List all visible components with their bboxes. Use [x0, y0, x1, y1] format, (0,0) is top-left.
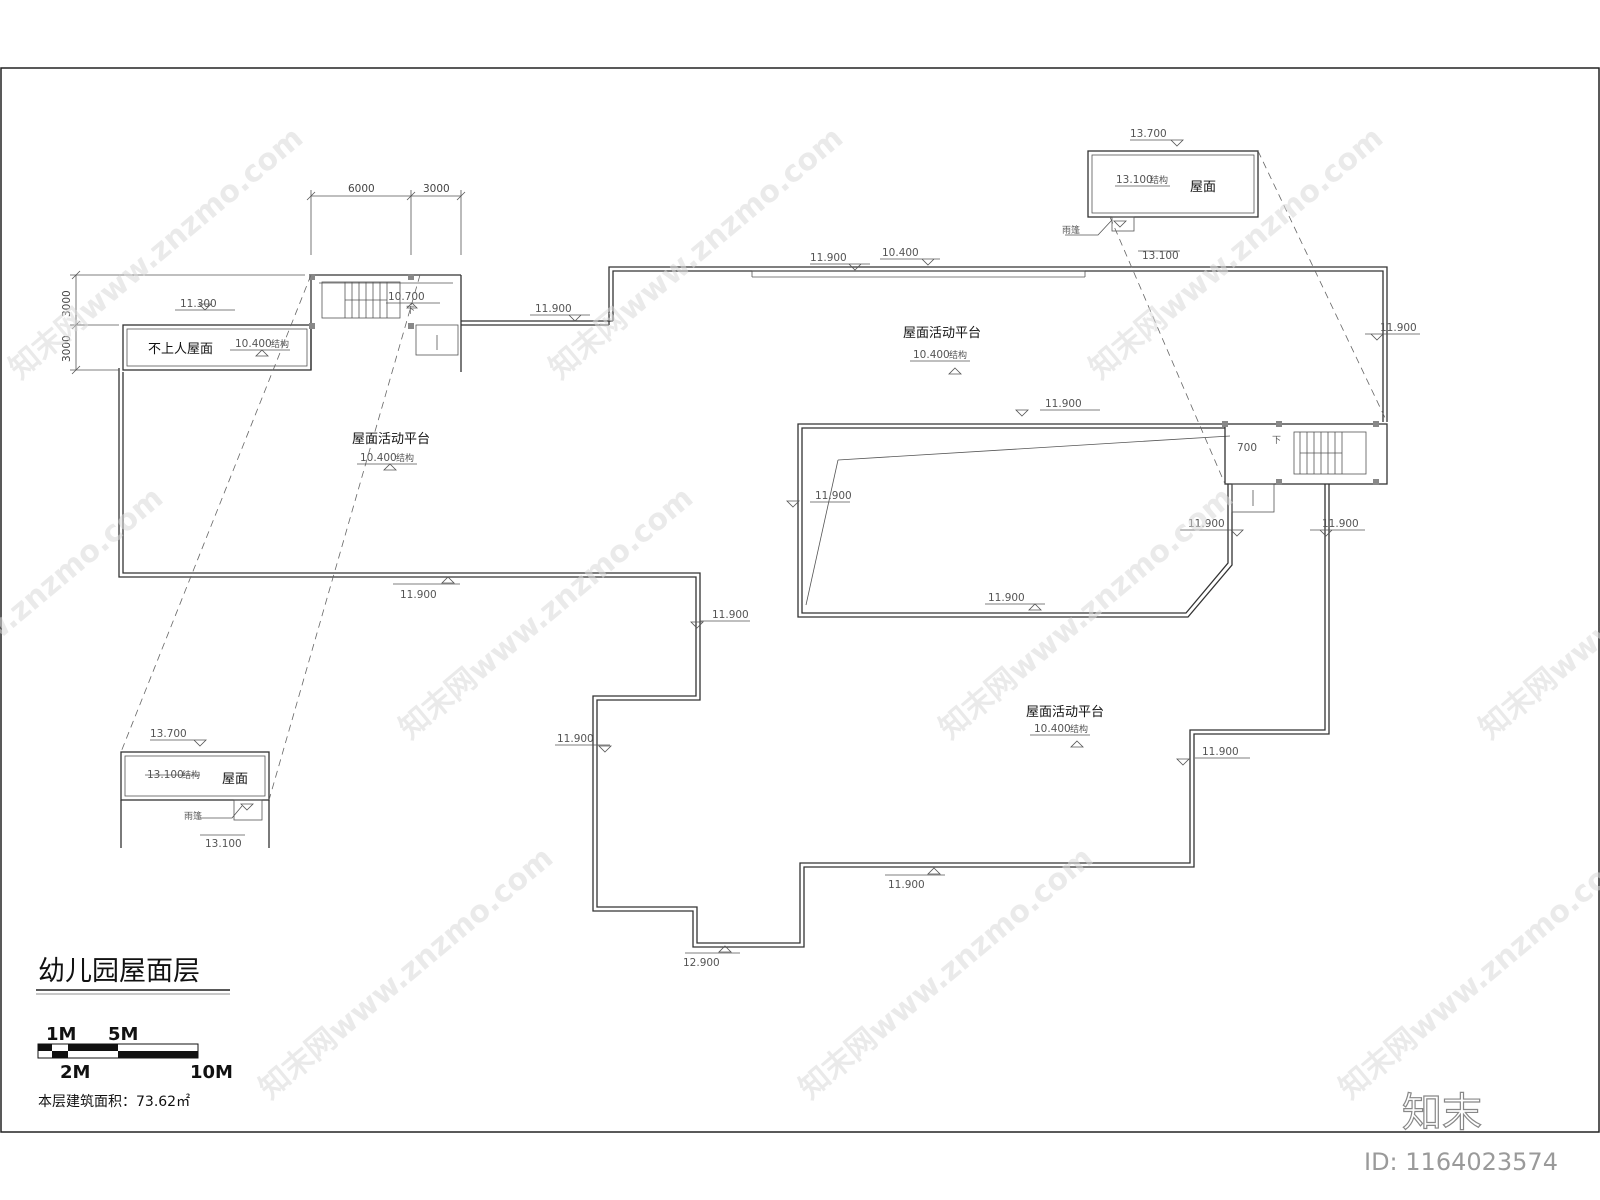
level-10400-top: 10.400: [882, 247, 919, 259]
room-roof-terrace-3: 屋面活动平台: [1026, 705, 1104, 720]
level-700-right: 700: [1237, 442, 1257, 454]
level-13100-bottom-left: 13.100: [147, 769, 184, 781]
struct-label-3: 结构: [949, 349, 967, 361]
level-12900: 12.900: [683, 957, 720, 969]
level-13100-bottom-left-below: 13.100: [205, 838, 242, 850]
level-10400-terrace3: 10.400: [1034, 723, 1071, 735]
level-markers: [145, 139, 1420, 954]
level-11900-south1: 11.900: [400, 589, 437, 601]
level-11900-inner-top: 11.900: [1045, 398, 1082, 410]
level-11900-west: 11.900: [557, 733, 594, 745]
level-11900-inner-bottom: 11.900: [988, 592, 1025, 604]
level-11900-step: 11.900: [712, 609, 749, 621]
dim-6000: 6000: [348, 183, 375, 195]
level-11900-top-a: 11.900: [810, 252, 847, 264]
projection-lines: [120, 150, 1388, 801]
level-11900-inner-left: 11.900: [815, 490, 852, 502]
left-stair: 下: [309, 274, 459, 356]
floor-area-note: 本层建筑面积：73.62㎡: [38, 1094, 190, 1110]
level-11900-east: 11.900: [1322, 518, 1359, 530]
left-stair-down-mark: 下: [406, 306, 415, 316]
roof-box-top-right: [1087, 150, 1259, 232]
room-roof-bottom-left: 屋面: [222, 772, 248, 787]
room-roof-no-access: 不上人屋面: [148, 342, 213, 357]
room-roof-terrace-2: 屋面活动平台: [903, 326, 981, 341]
scale-label-5m: 5M: [108, 1024, 138, 1045]
watermark-text: 知末网www.znzmo.com: [543, 120, 850, 386]
level-11900-link: 11.900: [535, 303, 572, 315]
level-11900-south2: 11.900: [888, 879, 925, 891]
scale-label-2m: 2M: [60, 1062, 90, 1083]
scale-bar: [37, 1043, 199, 1059]
level-13700-bottom-left: 13.700: [150, 728, 187, 740]
level-11900-inner-right: 11.900: [1188, 518, 1225, 530]
struct-label-4: 结构: [1150, 174, 1168, 186]
dim-3000-v2: 3000: [61, 335, 73, 362]
right-stair-treads: [1299, 432, 1343, 474]
watermark-text: 知末网www.znzmo.com: [0, 480, 170, 746]
dim-3000-h: 3000: [423, 183, 450, 195]
struct-label-6: 结构: [182, 769, 200, 781]
level-13100-top-right-below: 13.100: [1142, 250, 1179, 262]
canopy-label-left: 雨篷: [184, 810, 202, 822]
right-stair: 下: [1222, 421, 1388, 513]
level-10700-left: 10.700: [388, 291, 425, 303]
left-stair-treads: [344, 282, 388, 318]
watermarks: 知末网www.znzmo.com 知末网www.znzmo.com 知末网www…: [0, 120, 1600, 1106]
level-11900-right: 11.900: [1380, 322, 1417, 334]
watermark-text: 知末网www.znzmo.com: [253, 840, 560, 1106]
link-corridor: [461, 320, 613, 326]
level-13100-top-right: 13.100: [1116, 174, 1153, 186]
canopy-label-right: 雨篷: [1062, 224, 1080, 236]
struct-label-1: 结构: [271, 338, 289, 350]
level-11300: 11.300: [180, 298, 217, 310]
level-11900-east2: 11.900: [1202, 746, 1239, 758]
right-roof-outline: [608, 266, 1388, 618]
dim-3000-v1: 3000: [61, 290, 73, 317]
level-10400-noaccess: 10.400: [235, 338, 272, 350]
sheet-border: [0, 67, 1600, 1133]
level-13700-top-right: 13.700: [1130, 128, 1167, 140]
watermark-text: 知末网www.znzmo.com: [393, 480, 700, 746]
scale-label-10m: 10M: [190, 1062, 233, 1083]
watermark-text: 知末网www.znzmo.com: [1333, 840, 1600, 1106]
drawing-title: 幼儿园屋面层: [38, 956, 200, 987]
room-roof-top-right: 屋面: [1190, 180, 1216, 195]
watermark-text: 知末网www.znzmo.com: [793, 840, 1100, 1106]
watermark-text: 知末网www.znzmo.com: [1083, 120, 1390, 386]
scale-label-1m: 1M: [46, 1024, 76, 1045]
roof-box-bottom-left: [120, 751, 270, 848]
level-10400-terrace1: 10.400: [360, 452, 397, 464]
left-roof-outline: [118, 274, 1330, 948]
brand-logo: 知末: [1402, 1090, 1482, 1136]
struct-label-2: 结构: [396, 452, 414, 464]
right-stair-down-mark: 下: [1272, 436, 1281, 446]
image-id: ID: 1164023574: [1364, 1148, 1558, 1176]
level-10400-terrace2: 10.400: [913, 349, 950, 361]
struct-label-5: 结构: [1070, 723, 1088, 735]
watermark-text: 知末网www.znzmo.com: [1473, 480, 1600, 746]
room-roof-terrace-1: 屋面活动平台: [352, 432, 430, 447]
dimension-lines: [70, 190, 466, 375]
